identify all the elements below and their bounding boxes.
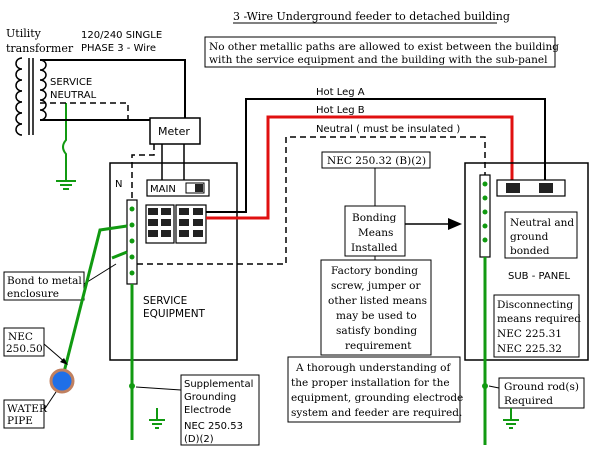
notice-line-1: No other metallic paths are allowed to e…: [209, 41, 559, 53]
bonding-means-line-2: Means: [358, 227, 393, 239]
thorough-box: [287, 356, 461, 423]
bonding-arrow-head: [448, 218, 462, 230]
factory-bonding-box: [320, 259, 432, 356]
meter-neutral-to-bar: [131, 144, 155, 200]
factory-bonding-line-3: other listed means: [328, 295, 427, 307]
branch-breakers: [145, 204, 207, 244]
supplemental-box: [180, 374, 260, 446]
service-equipment-panel: [109, 162, 238, 361]
service-hot-conductor-1: [40, 59, 186, 118]
hot-leg-a-label: Hot Leg A: [316, 87, 365, 98]
neutral-ground-box: [504, 211, 578, 259]
supplemental-leader: [135, 386, 182, 391]
sub-panel-enclosure: [464, 162, 589, 361]
sub-panel-breaker-handle-1: [506, 183, 520, 193]
factory-bonding-line-5: satisfy bonding: [336, 325, 417, 337]
bonding-means-line-3: Installed: [351, 242, 398, 254]
service-equipment-label-1: SERVICE: [143, 295, 187, 307]
nec-250-32-box: [321, 151, 431, 169]
supplemental-line-4: NEC 250.53: [184, 421, 243, 432]
neutral-ground-line-2: ground: [510, 231, 549, 243]
factory-bonding-line-1: Factory bonding: [331, 265, 418, 277]
service-bar-terminals: [129, 206, 135, 276]
utility-transformer-label-2: transformer: [6, 42, 74, 55]
bond-note-leader: [83, 263, 117, 285]
thorough-line-1: A thorough understanding of: [295, 362, 451, 374]
water-pipe-bond-wire: [60, 224, 128, 381]
hot-leg-b-wire: [206, 115, 514, 220]
neutral-ground-line-3: bonded: [510, 245, 550, 257]
hot-leg-b-label: Hot Leg B: [316, 105, 365, 116]
main-breaker-label: MAIN: [150, 184, 176, 195]
supplemental-ground-symbol-icon: [149, 408, 165, 429]
transformer-coil-icon: [15, 57, 47, 136]
meter-label: Meter: [158, 125, 190, 138]
water-pipe-icon: [49, 368, 75, 394]
sub-panel-label: SUB - PANEL: [508, 271, 571, 282]
main-breaker-handle-fill: [195, 184, 203, 192]
hot-leg-a-wire: [206, 98, 546, 213]
bond-note-line-2: enclosure: [7, 288, 59, 300]
disconnecting-line-2: means required: [497, 313, 581, 325]
neutral-feeder-wire: [137, 136, 486, 265]
ground-rod-leader: [488, 385, 500, 389]
disconnecting-line-1: Disconnecting: [497, 299, 573, 311]
thorough-line-3: equipment, grounding electrode: [291, 392, 463, 404]
service-ground-rod: [129, 284, 135, 440]
meter-box: [149, 117, 201, 145]
ground-rod-box: [498, 377, 585, 409]
service-neutral-label-2: NEUTRAL: [50, 90, 97, 101]
bonding-means-box: [344, 205, 406, 257]
notice-line-2: with the service equipment and the build…: [209, 54, 548, 66]
nec-250-50-line-2: 250.50: [6, 343, 43, 355]
service-neutral-label-1: SERVICE: [50, 77, 92, 88]
disconnecting-box: [493, 294, 580, 358]
supply-label-1: 120/240 SINGLE: [81, 30, 162, 41]
supply-label-2: PHASE 3 - Wire: [81, 43, 156, 54]
supplemental-line-5: (D)(2): [184, 434, 214, 445]
bonding-means-line-1: Bonding: [352, 212, 397, 224]
supplemental-line-2: Grounding: [184, 392, 236, 403]
supplemental-line-1: Supplemental: [184, 379, 253, 390]
factory-bonding-line-6: requirement: [345, 340, 412, 352]
water-pipe-leader: [43, 391, 57, 411]
neutral-n-label: N: [115, 179, 122, 190]
water-pipe-label-1: WATER: [7, 403, 48, 415]
water-pipe-label-2: PIPE: [7, 415, 33, 427]
nec-250-32-label: NEC 250.32 (B)(2): [327, 155, 426, 167]
neutral-feeder-label: Neutral ( must be insulated ): [316, 124, 460, 135]
thorough-line-2: the proper installation for the: [291, 377, 450, 389]
bond-note-box: [3, 271, 85, 301]
disconnecting-line-4: NEC 225.32: [497, 343, 562, 355]
diagram-title: 3 -Wire Underground feeder to detached b…: [233, 10, 510, 23]
service-neutral-conductor: [40, 102, 150, 121]
service-equipment-label-2: EQUIPMENT: [143, 308, 206, 320]
thorough-line-4: system and feeder are required.: [291, 407, 462, 419]
nec-250-50-arrowhead: [60, 358, 68, 365]
ground-rod-line-2: Required: [504, 395, 553, 407]
water-pipe-label-box: [3, 399, 45, 429]
nec-250-50-line-1: NEC: [8, 331, 33, 343]
utility-transformer-label-1: Utility: [6, 27, 42, 40]
sub-panel-bar-terminals: [482, 181, 488, 243]
ground-rod-line-1: Ground rod(s): [504, 381, 579, 393]
notice-box: [204, 36, 556, 68]
sub-panel-ground-symbol-icon: [503, 408, 519, 429]
sub-panel-breaker-handle-2: [539, 183, 553, 193]
bond-to-enclosure-wire: [111, 250, 128, 260]
nec-250-50-box: [3, 327, 45, 357]
disconnecting-line-3: NEC 225.31: [497, 328, 562, 340]
bond-note-line-1: Bond to metal: [7, 275, 82, 287]
factory-bonding-line-2: screw, jumper or: [331, 280, 422, 292]
sub-panel-ground-rod: [482, 257, 488, 445]
neutral-ground-line-1: Neutral and: [510, 217, 574, 229]
transformer-ground-wire: [56, 103, 76, 190]
sub-panel-neutral-bar: [479, 174, 491, 258]
factory-bonding-line-4: may be used to: [336, 310, 417, 322]
supplemental-line-3: Electrode: [184, 405, 231, 416]
